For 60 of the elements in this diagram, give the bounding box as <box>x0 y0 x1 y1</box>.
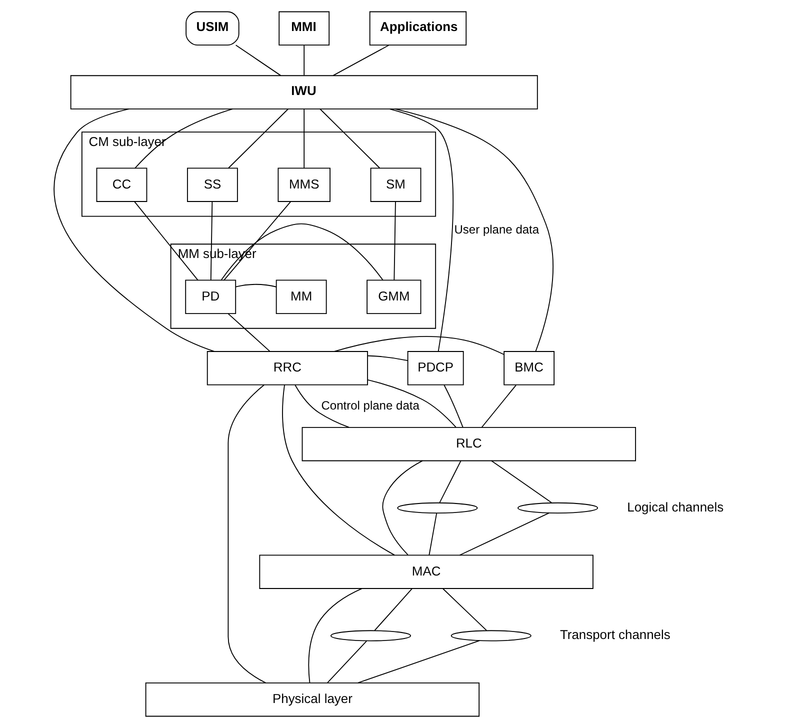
node-box: RLC <box>301 426 636 462</box>
edge-label: Control plane data <box>320 398 419 412</box>
connector <box>394 108 553 352</box>
connector <box>393 201 396 281</box>
node-box: MAC <box>258 554 593 589</box>
edge-label: User plane data <box>454 222 539 236</box>
node-box: IWU <box>70 75 538 110</box>
node-label: Transport channels <box>559 627 670 642</box>
connector <box>223 201 291 281</box>
connector <box>134 201 198 281</box>
connector <box>282 384 394 556</box>
connector <box>53 108 214 352</box>
connector <box>388 108 453 352</box>
connector <box>227 313 270 352</box>
node-box: PD <box>184 280 236 314</box>
connector <box>234 44 281 76</box>
connector <box>357 640 480 684</box>
node-box: CC <box>96 168 147 202</box>
connector <box>220 223 383 280</box>
connector <box>228 108 288 168</box>
connector <box>333 336 504 355</box>
connector <box>374 588 412 631</box>
node-box: GMM <box>366 280 421 314</box>
connector <box>438 460 461 504</box>
connector <box>428 512 437 556</box>
connector <box>332 44 389 76</box>
connector <box>366 355 408 361</box>
connector <box>326 640 367 684</box>
node-box: SM <box>370 168 421 202</box>
node-box: PDCP <box>406 351 464 386</box>
connector <box>227 384 266 684</box>
node-box: MMI <box>278 11 330 46</box>
connector <box>366 379 456 428</box>
connector <box>458 512 550 556</box>
connector <box>442 588 487 631</box>
connector <box>443 384 463 428</box>
connector <box>303 44 304 76</box>
node-ellipse <box>517 502 598 514</box>
node-label: Logical channels <box>626 499 724 514</box>
node-box: SS <box>186 168 238 202</box>
node-box: RRC <box>206 351 368 386</box>
node-box: Applications <box>368 11 466 46</box>
node-box: Physical layer <box>144 682 480 717</box>
connector <box>210 201 212 281</box>
connector <box>480 384 516 428</box>
node-box: USIM <box>185 11 239 46</box>
connector <box>490 460 552 504</box>
connector <box>319 108 380 168</box>
connector <box>303 108 304 168</box>
connector <box>294 384 349 428</box>
connector <box>382 460 422 556</box>
connector <box>134 108 233 169</box>
node-box: MMS <box>277 168 330 202</box>
node-ellipse <box>396 502 478 514</box>
connector <box>234 284 276 288</box>
node-box: MM <box>275 280 326 314</box>
node-box: BMC <box>503 351 554 386</box>
node-ellipse <box>450 630 531 642</box>
connector <box>308 588 362 684</box>
node-ellipse <box>330 630 411 642</box>
